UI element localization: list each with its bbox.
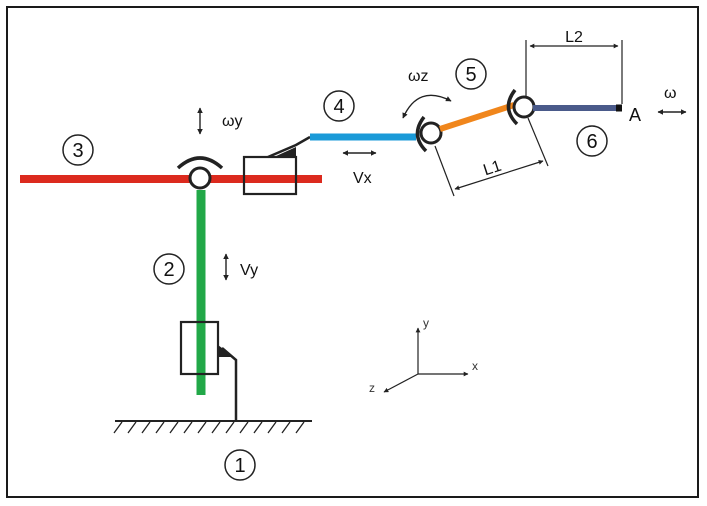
omega-z-arrow — [402, 94, 452, 119]
omega-label: ω — [664, 85, 677, 102]
omega-z-label: ωz — [408, 68, 429, 85]
part-1-label: 1 — [234, 455, 245, 477]
l1-dimension — [434, 117, 549, 197]
part-4-label: 4 — [333, 96, 344, 118]
part-4-marker: 4 — [323, 90, 355, 122]
orange-link — [439, 102, 515, 132]
l1-label: L1 — [481, 158, 503, 180]
slider-bracket — [267, 135, 311, 159]
point-a-label: A — [629, 105, 641, 125]
vertical-slider-block — [179, 320, 220, 376]
part-3-marker: 3 — [62, 134, 94, 166]
base-bracket — [218, 345, 234, 357]
coordinate-axes — [383, 327, 469, 393]
omega-y-label: ωy — [222, 113, 243, 130]
slider-bracket-fill — [274, 147, 296, 157]
base-post — [221, 347, 238, 421]
vy-label: Vy — [240, 262, 258, 279]
l2-label: L2 — [565, 29, 583, 46]
vx-label: Vx — [353, 170, 372, 187]
part-2-label: 2 — [163, 259, 174, 281]
ground-base — [113, 420, 312, 434]
axis-x-label: x — [472, 359, 478, 373]
axis-z-label: z — [369, 381, 375, 395]
joint-5 — [415, 115, 443, 153]
l2-dimension — [525, 40, 623, 104]
axis-y-label: y — [423, 316, 429, 330]
part-3-label: 3 — [72, 140, 83, 162]
part-2-marker: 2 — [153, 253, 185, 285]
part-1-marker: 1 — [224, 449, 256, 481]
part-6-marker: 6 — [576, 125, 608, 157]
diagram-frame — [6, 6, 699, 498]
part-5-marker: 5 — [455, 58, 487, 90]
part-5-label: 5 — [465, 64, 476, 86]
part-6-label: 6 — [586, 131, 597, 153]
joint-2-3 — [176, 156, 224, 190]
